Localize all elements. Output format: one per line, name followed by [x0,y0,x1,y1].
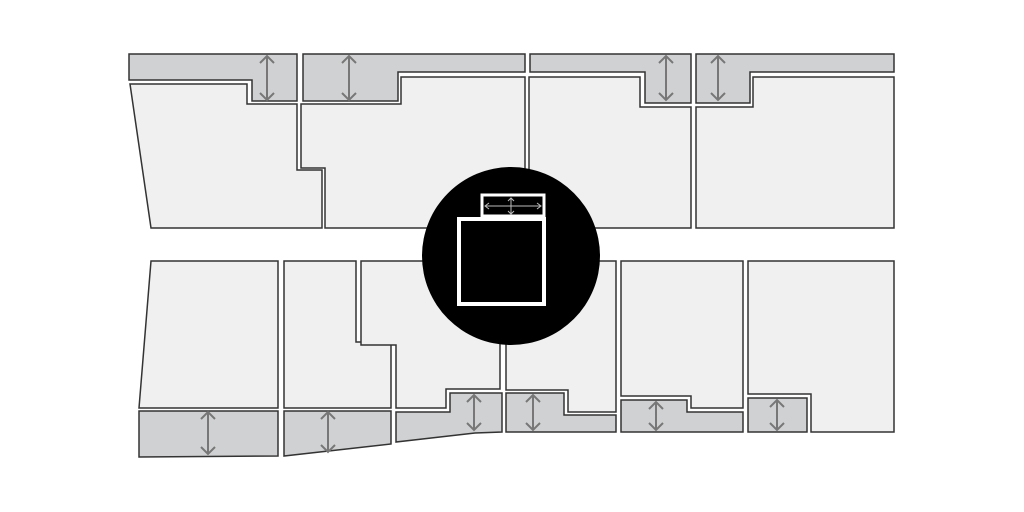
adjustable-strip [302,53,526,102]
vertical-double-arrow-icon [466,393,482,432]
vertical-double-arrow-icon [200,410,216,456]
adjustable-strip [529,53,692,104]
panel [620,260,744,409]
horizontal-double-arrow-icon [484,202,542,210]
panel [747,260,895,433]
vertical-double-arrow-icon [710,54,726,102]
panel [138,260,279,409]
vertical-double-arrow-icon [525,393,541,432]
vertical-double-arrow-icon [320,410,336,454]
adjustable-strip [128,53,298,102]
panel [695,76,895,229]
adjustable-strip [695,53,895,104]
vertical-double-arrow-icon [341,54,357,102]
adjustable-strip [283,410,392,457]
vertical-double-arrow-icon [658,54,674,102]
panel [129,83,323,229]
vertical-double-arrow-icon [259,54,275,102]
vertical-double-arrow-icon [648,400,664,432]
vertical-double-arrow-icon [507,197,515,215]
badge-panel-square [457,217,546,306]
adjustable-strip [620,399,744,433]
vertical-double-arrow-icon [769,398,785,432]
